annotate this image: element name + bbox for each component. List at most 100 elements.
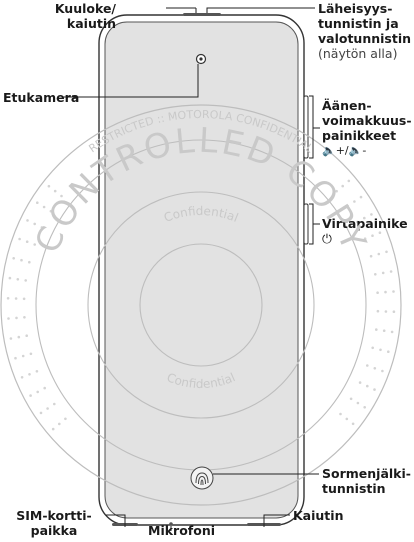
watermark-dot <box>35 370 39 373</box>
power-symbol-icon: ⏻ <box>322 231 332 246</box>
volume-buttons <box>303 95 309 159</box>
label-volume-line1: Äänen- <box>322 98 372 113</box>
watermark-dot <box>379 348 382 352</box>
label-sim-line1: SIM-kortti- <box>16 508 92 523</box>
watermark-dot <box>363 237 367 240</box>
label-sim-line2: paikka <box>30 523 78 538</box>
watermark-dot <box>8 276 12 280</box>
watermark-dot <box>28 373 31 376</box>
watermark-dot <box>64 417 67 421</box>
label-speaker: Kaiutin <box>293 508 343 523</box>
watermark-dot <box>24 279 28 282</box>
watermark-dot <box>381 271 385 275</box>
watermark-dot <box>339 412 342 416</box>
watermark-dot <box>18 237 21 241</box>
watermark-dot <box>33 243 36 246</box>
watermark-dot <box>21 354 25 358</box>
watermark-dot <box>29 394 32 397</box>
label-proximity-line3: valotunnistin <box>318 31 412 46</box>
watermark-dot <box>36 201 39 204</box>
label-speaker-text: Kaiutin <box>293 508 344 523</box>
watermark-dot <box>39 411 43 415</box>
label-front-camera: Etukamera <box>3 90 79 105</box>
watermark-dot <box>17 335 21 339</box>
microphone-hole <box>169 522 173 526</box>
watermark-dot <box>369 254 373 258</box>
label-power: Virtapainike ⏻ <box>322 216 408 246</box>
watermark-dot <box>26 219 29 222</box>
watermark-dot <box>60 194 63 198</box>
watermark-dot <box>29 352 33 356</box>
watermark-dot <box>335 189 338 193</box>
watermark-dot <box>384 310 388 313</box>
watermark-dot <box>351 422 355 426</box>
watermark-dot <box>370 213 373 216</box>
watermark-dot <box>349 397 353 401</box>
label-volume-line3: painikkeet <box>322 128 397 143</box>
watermark-dot <box>28 260 31 264</box>
watermark-dot <box>353 200 356 203</box>
watermark-dot <box>373 367 377 370</box>
watermark-dot <box>356 220 359 224</box>
watermark-dot <box>51 427 55 431</box>
watermark-dot <box>12 257 15 260</box>
watermark-dot <box>392 290 395 293</box>
watermark-dot <box>358 381 362 384</box>
watermark-dot <box>392 310 396 314</box>
watermark-dot <box>375 328 378 331</box>
watermark-dot <box>14 297 18 300</box>
watermark-dot <box>382 329 386 333</box>
watermark-dot <box>25 334 29 338</box>
label-fingerprint-line1: Sormenjälki- <box>322 466 411 481</box>
watermark-dot <box>42 205 46 209</box>
watermark-dot <box>46 407 49 410</box>
watermark-dot <box>49 209 53 213</box>
label-earpiece-line1: Kuuloke/ <box>54 1 116 16</box>
watermark-dot <box>58 422 61 426</box>
watermark-dot <box>373 388 376 391</box>
watermark-dot <box>23 316 26 319</box>
watermark-dot <box>40 226 44 229</box>
label-proximity-line1: Läheisyys- <box>318 1 393 16</box>
watermark-dot <box>378 231 382 234</box>
watermark-dot <box>359 195 363 199</box>
leader-lines <box>62 7 320 531</box>
watermark-dot <box>366 364 369 367</box>
watermark-dot <box>33 222 36 226</box>
watermark-dot <box>390 330 394 334</box>
watermark-dot <box>53 189 57 193</box>
watermark-dot <box>363 406 367 409</box>
label-volume-line2: voimakkuus- <box>322 113 412 128</box>
watermark-dot <box>377 252 381 256</box>
watermark-dot <box>371 234 374 237</box>
watermark-dot <box>345 417 349 421</box>
watermark-dot <box>47 184 51 188</box>
watermark-dot <box>25 240 29 243</box>
label-earpiece: Kuuloke/ kaiutin <box>8 1 116 31</box>
watermark-dot <box>374 273 377 276</box>
watermark-dot <box>389 270 393 273</box>
front-camera-lens <box>199 57 203 61</box>
watermark-dot <box>366 384 369 388</box>
watermark-dots <box>6 179 396 431</box>
watermark-dot <box>376 291 379 295</box>
watermark-dot <box>384 290 387 294</box>
watermark-dot <box>376 309 380 313</box>
watermark-dot <box>9 337 13 340</box>
watermark-dot <box>22 297 26 301</box>
watermark-dot <box>43 386 46 390</box>
label-microphone: Mikrofoni <box>148 523 215 538</box>
label-proximity-note: (näytön alla) <box>318 46 398 61</box>
label-proximity: Läheisyys- tunnistin ja valotunnistin (n… <box>318 1 411 61</box>
watermark-dot <box>381 369 384 373</box>
watermark-dot <box>15 316 18 320</box>
power-button <box>303 203 309 245</box>
watermark-dot <box>356 401 360 405</box>
watermark-dot <box>36 390 39 394</box>
volume-symbols-icon: 🔈+/🔈- <box>322 144 367 157</box>
watermark-dot <box>363 216 366 220</box>
label-volume: Äänen- voimakkuus- painikkeet 🔈+/🔈- <box>322 98 412 158</box>
earpiece-slot <box>183 13 221 16</box>
label-sim: SIM-kortti- paikka <box>4 508 104 538</box>
